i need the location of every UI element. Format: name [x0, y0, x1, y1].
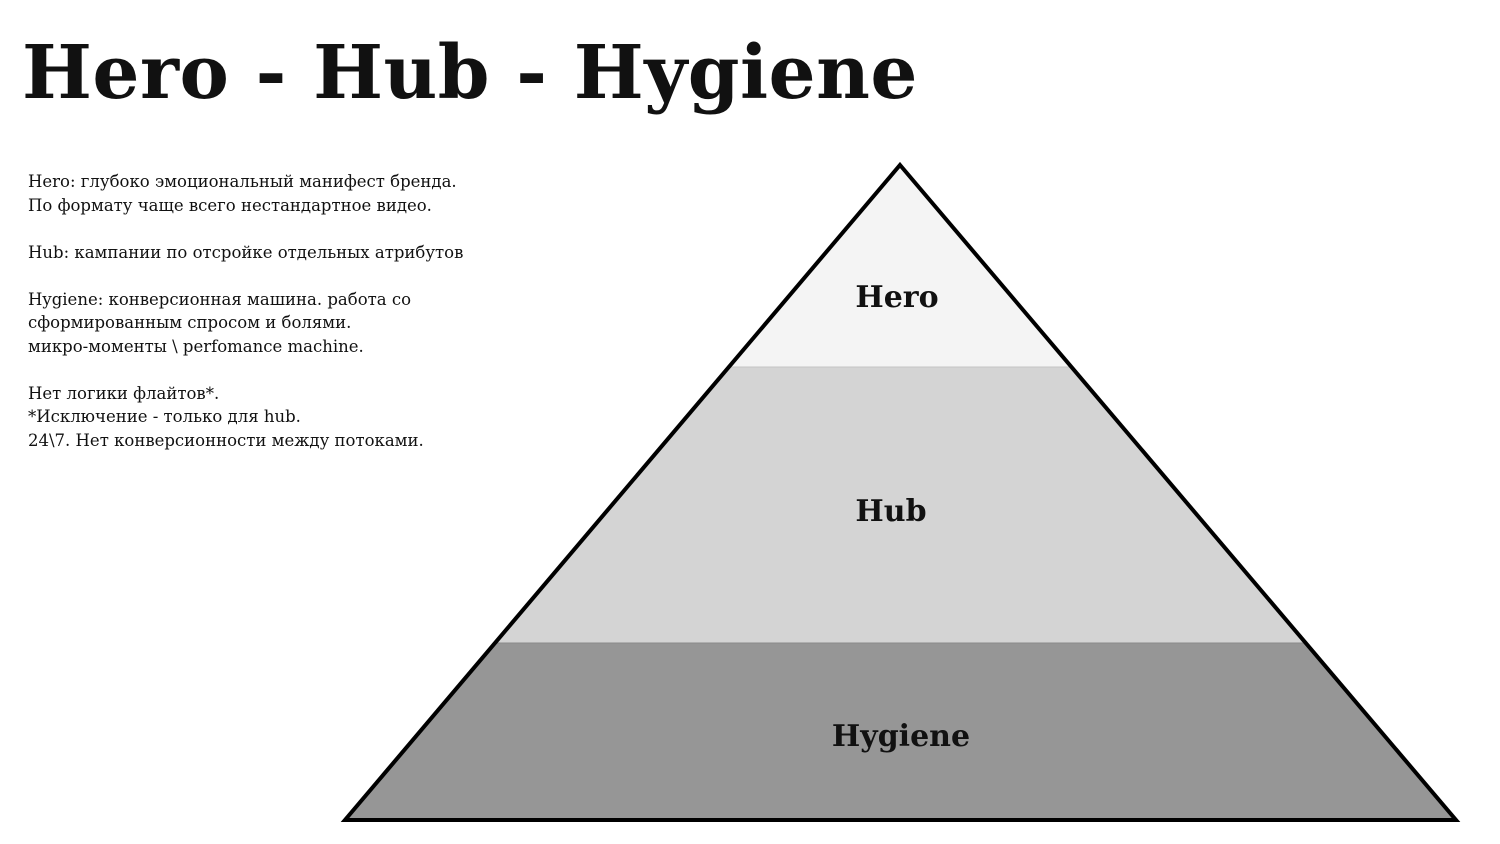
tier-hero — [730, 165, 1070, 367]
note-line: Hero: глубоко эмоциональный манифест бре… — [28, 172, 457, 191]
note-line: *Исключение - только для hub. — [28, 407, 301, 426]
tier-hub — [496, 367, 1304, 643]
note-line: По формату чаще всего нестандартное виде… — [28, 195, 432, 215]
note-line: Hub: кампании по отсройке отдельных атри… — [28, 242, 464, 262]
tier-label-hub: Hub — [855, 494, 926, 529]
page-title: Hero - Hub - Hygiene — [22, 30, 919, 116]
notes-text: Hero: глубоко эмоциональный манифест бре… — [28, 170, 508, 452]
note-line: микро-моменты \ perfomance machine. — [28, 336, 364, 356]
note-line: Нет логики флайтов*. — [28, 383, 220, 403]
tier-label-hero: Hero — [855, 280, 938, 315]
note-line: 24\7. Нет конверсионности между потоками… — [28, 430, 424, 450]
tier-hygiene — [345, 643, 1456, 820]
note-line: сформированным спросом и болями. — [28, 313, 352, 332]
tier-label-hygiene: Hygiene — [832, 719, 970, 754]
pyramid-outline — [340, 161, 1461, 822]
note-line: Hygiene: конверсионная машина. работа со — [28, 289, 412, 309]
